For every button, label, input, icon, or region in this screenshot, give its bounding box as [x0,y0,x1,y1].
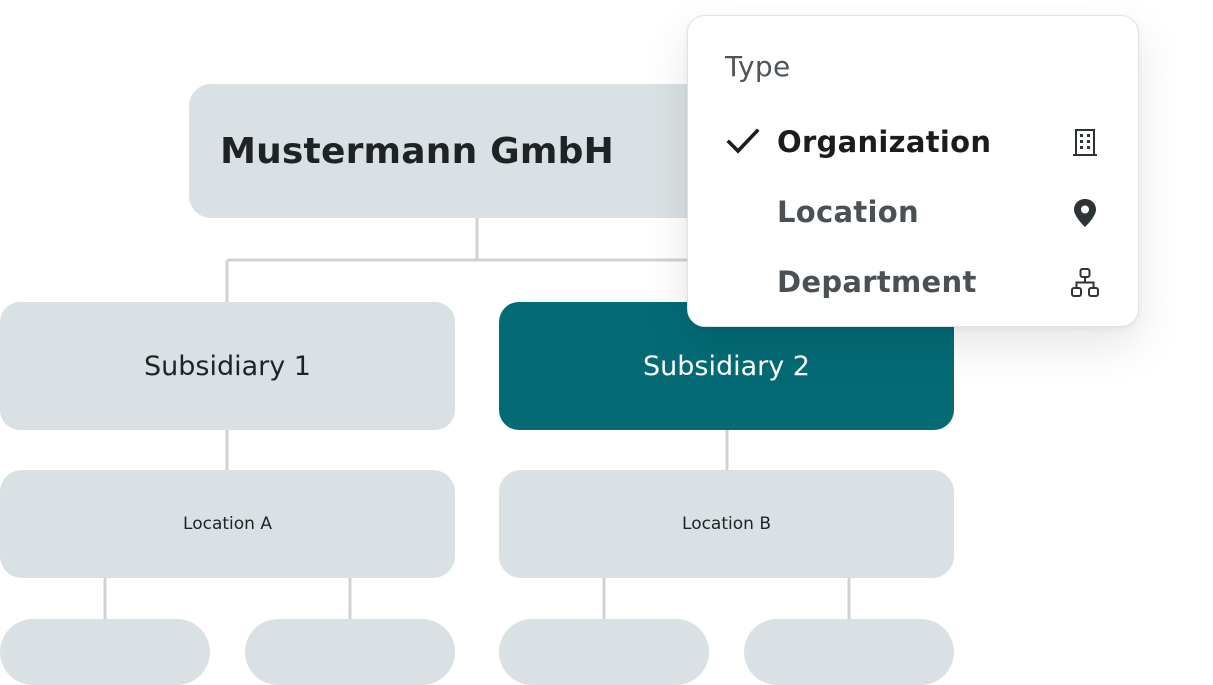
org-node-location-b-label: Location B [682,514,771,534]
org-node-leaf-3[interactable] [499,619,709,685]
type-option-location-label: Location [777,195,919,229]
org-node-subsidiary-1[interactable]: Subsidiary 1 [0,302,455,430]
org-node-location-b[interactable]: Location B [499,470,954,578]
type-option-department[interactable]: Department [688,253,1138,313]
org-node-subsidiary-2-label: Subsidiary 2 [643,350,810,382]
org-node-location-a-label: Location A [183,514,272,534]
type-option-location[interactable]: Location [688,183,1138,243]
type-option-organization[interactable]: Organization [688,113,1138,173]
org-node-root[interactable]: Mustermann GmbH [189,84,765,218]
building-icon [1073,129,1097,156]
map-pin-icon [1074,199,1096,227]
org-node-leaf-1[interactable] [0,619,210,685]
org-node-leaf-4[interactable] [744,619,954,685]
org-node-subsidiary-1-label: Subsidiary 1 [144,350,311,382]
type-option-organization-label: Organization [777,125,992,159]
type-option-department-label: Department [777,265,977,299]
hierarchy-icon [1071,268,1099,297]
org-node-leaf-2[interactable] [245,619,455,685]
org-node-location-a[interactable]: Location A [0,470,455,578]
checkmark-icon [726,128,760,154]
type-menu-heading: Type [725,50,791,83]
type-dropdown-menu: Type Organization [687,15,1139,327]
org-node-root-label: Mustermann GmbH [220,130,614,172]
